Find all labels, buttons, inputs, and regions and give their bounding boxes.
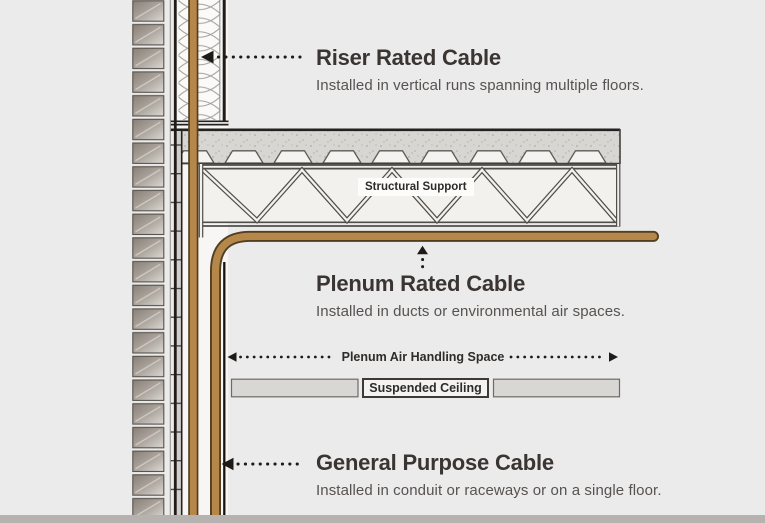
riser-cable-label-group: Riser Rated Cable Installed in vertical … <box>316 45 644 95</box>
general-cable-label-group: General Purpose Cable Installed in condu… <box>316 450 662 500</box>
plenum-rated-cable <box>210 230 659 523</box>
riser-cable-title: Riser Rated Cable <box>316 45 501 70</box>
wall-bottom-plate <box>170 120 229 126</box>
structural-support-label: Structural Support <box>358 178 474 196</box>
general-leader-arrow <box>221 457 306 471</box>
steel-joist-truss <box>198 164 621 238</box>
suspended-ceiling-tiles <box>230 378 621 398</box>
wall-insulation <box>178 0 221 120</box>
metal-deck-flutes <box>178 150 608 164</box>
masonry-wall <box>132 0 165 523</box>
riser-leader-arrow <box>201 50 308 64</box>
riser-cable-description: Installed in vertical runs spanning mult… <box>316 77 644 94</box>
suspended-ceiling-label: Suspended Ceiling <box>362 378 489 398</box>
plenum-cable-description: Installed in ducts or environmental air … <box>316 303 626 320</box>
leader-arrows <box>201 50 618 471</box>
plenum-leader-arrow <box>417 245 428 269</box>
plenum-air-space-span-arrow-left <box>227 352 336 362</box>
plenum-cable-title: Plenum Rated Cable <box>316 271 526 296</box>
floor-slab <box>170 128 621 165</box>
general-cable-description: Installed in conduit or raceways or on a… <box>316 482 662 499</box>
bottom-edge-band <box>0 515 765 523</box>
plenum-air-space-span-arrow-right <box>509 352 618 362</box>
general-cable-title: General Purpose Cable <box>316 450 554 475</box>
plenum-air-handling-space-label: Plenum Air Handling Space <box>341 350 505 364</box>
plenum-cable-label-group: Plenum Rated Cable Installed in ducts or… <box>316 271 626 321</box>
wall-stud-lines <box>169 0 226 523</box>
